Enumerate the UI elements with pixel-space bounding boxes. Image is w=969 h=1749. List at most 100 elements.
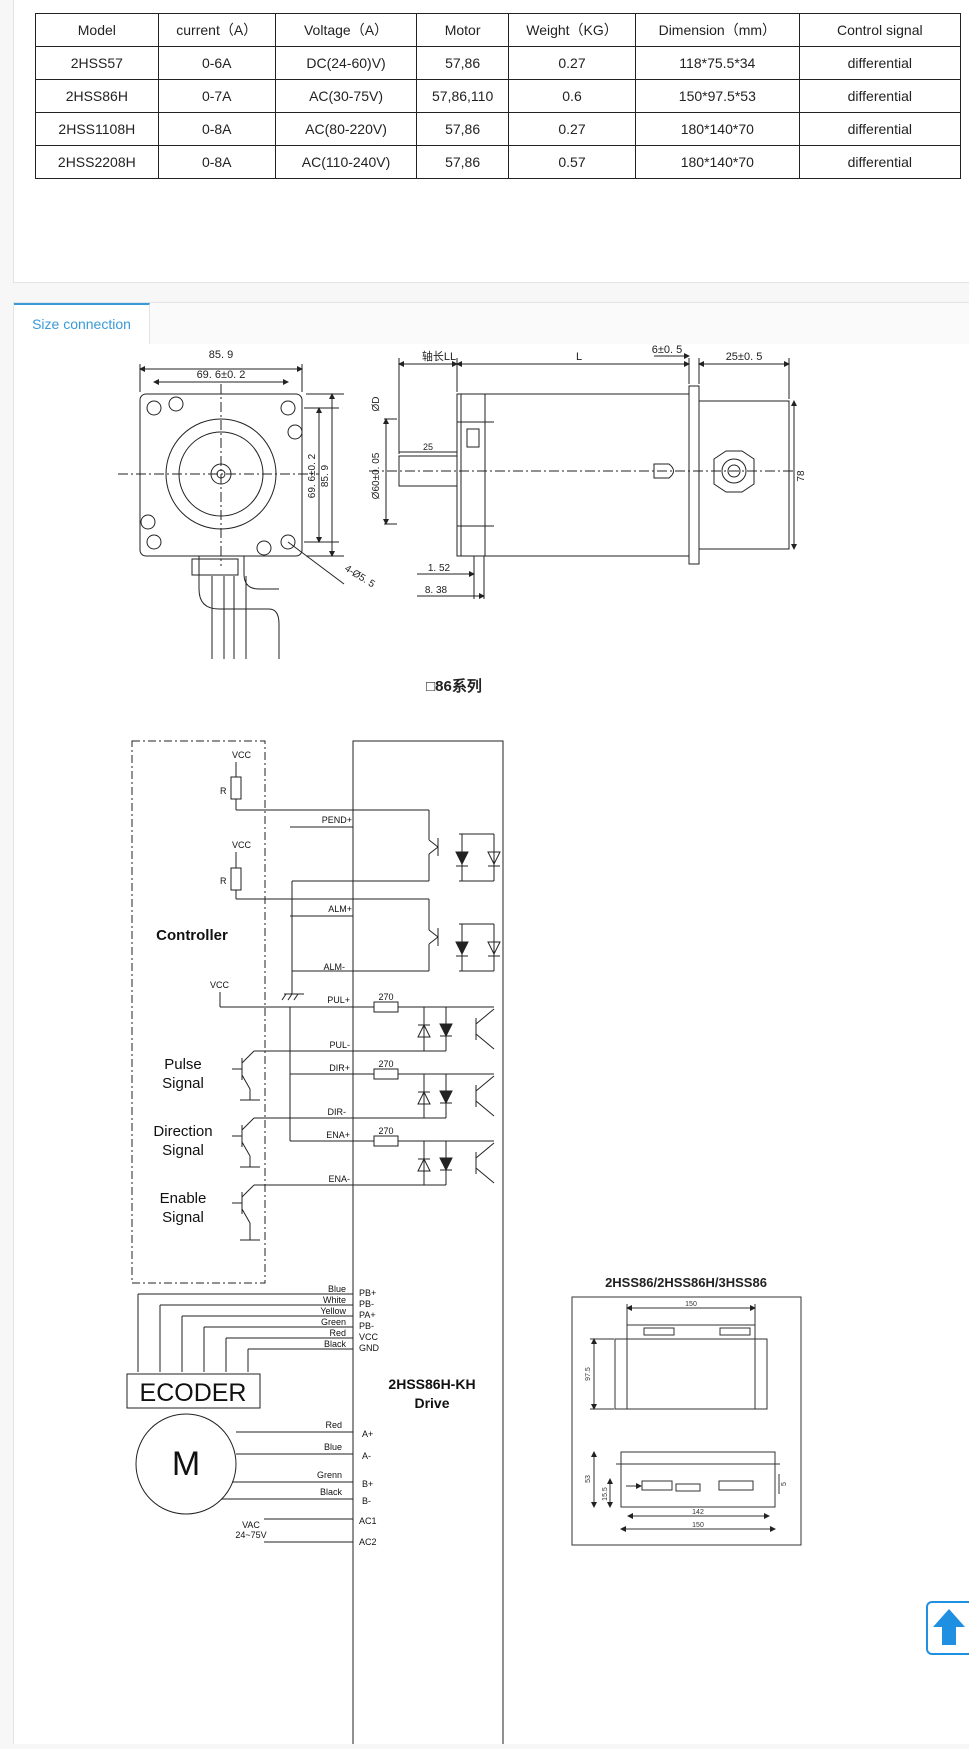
pulse-transistor (232, 1050, 274, 1101)
driver-dim-150: 150 (685, 1301, 697, 1308)
enable-label-2: Signal (162, 1209, 204, 1226)
encoder-pin-label: PB- (359, 1321, 374, 1331)
arrow-up-icon (933, 1609, 965, 1645)
vcc-label-3: VCC (210, 980, 230, 990)
tab-bar: Size connection (13, 302, 969, 345)
dim-flange: 6±0. 5 (652, 344, 683, 356)
tab-content: 85. 9 69. 6±0. 2 69. 6±0. 2 85. 9 4-Ø5. … (13, 344, 969, 1749)
table-cell: 0.27 (507, 46, 637, 80)
encoder-pin-label: VCC (359, 1332, 379, 1342)
motor-front-view (118, 364, 345, 659)
encoder-wire-label: Black (324, 1339, 347, 1349)
table-cell: 57,86 (416, 112, 509, 146)
dim-holes: 4-Ø5. 5 (342, 563, 376, 590)
table-cell: differential (798, 145, 962, 179)
resistor-270-2: 270 (378, 1059, 393, 1069)
table-header-cell: Voltage（A） (274, 13, 418, 47)
table-cell: DC(24-60)V) (274, 46, 418, 80)
table-cell: 2HSS86H (35, 79, 159, 113)
table-cell: 0.6 (507, 79, 637, 113)
table-cell: AC(30-75V) (274, 79, 418, 113)
resistor-270-3: 270 (378, 1126, 393, 1136)
pin-pul-minus: PUL- (329, 1040, 350, 1050)
table-cell: 180*140*70 (635, 112, 800, 146)
table-cell: 180*140*70 (635, 145, 800, 179)
dim-vert-hole: 69. 6±0. 2 (307, 453, 318, 498)
driver-dim-142: 142 (692, 1509, 704, 1516)
table-cell: 0.57 (507, 145, 637, 179)
table-cell: 150*97.5*53 (635, 79, 800, 113)
table-cell: 57,86 (416, 46, 509, 80)
driver-drawing-title: 2HSS86/2HSS86H/3HSS86 (605, 1275, 767, 1290)
motor-series-caption: □86系列 (426, 677, 482, 695)
back-to-top-button[interactable] (926, 1601, 969, 1655)
pin-dir-minus: DIR- (328, 1107, 347, 1117)
pin-pul-plus: PUL+ (327, 995, 350, 1005)
pin-ena-minus: ENA- (328, 1174, 350, 1184)
motor-side-view (369, 353, 797, 599)
encoder-label: ECODER (140, 1379, 247, 1407)
drive-model-label: 2HSS86H-KH (388, 1376, 475, 1392)
table-cell: differential (798, 112, 962, 146)
table-cell: 0-8A (157, 112, 276, 146)
driver-dim-15-5: 15.5 (602, 1487, 609, 1501)
encoder-box (126, 1373, 261, 1409)
dim-height: 78 (796, 470, 807, 482)
opto-alm (428, 923, 501, 972)
table-cell: 2HSS57 (35, 46, 159, 80)
table-header-cell: Motor (416, 13, 509, 47)
motor-wire-label: Blue (324, 1442, 342, 1452)
pin-pend: PEND+ (322, 815, 352, 825)
table-cell: 0-7A (157, 79, 276, 113)
tab-size-connection[interactable]: Size connection (14, 303, 150, 344)
pin-ena-plus: ENA+ (326, 1130, 350, 1140)
table-cell: 2HSS2208H (35, 145, 159, 179)
direction-label-2: Signal (162, 1142, 204, 1159)
driver-dim-150-bottom: 150 (692, 1522, 704, 1529)
table-header-cell: Model (35, 13, 159, 47)
dim-shaft-length: 轴长LL (422, 349, 456, 363)
table-header-cell: Control signal (798, 13, 962, 47)
dim-1-52: 1. 52 (428, 563, 451, 574)
controller-label: Controller (156, 927, 228, 944)
dim-8-38: 8. 38 (425, 585, 448, 596)
vcc-label-2: VCC (232, 840, 252, 850)
driver-dim-53: 53 (585, 1475, 592, 1483)
motor-wire-label: Red (325, 1420, 342, 1430)
drive-label: Drive (414, 1395, 449, 1411)
table-cell: 0-6A (157, 46, 276, 80)
motor-pin-label: A- (362, 1451, 371, 1461)
motor-wire-label: Black (320, 1487, 343, 1497)
motor-pin-label: B+ (362, 1479, 373, 1489)
table-cell: 0.27 (507, 112, 637, 146)
pin-dir-plus: DIR+ (329, 1063, 350, 1073)
dim-shaft-diameter: ØD (371, 397, 382, 412)
pin-alm-plus: ALM+ (328, 904, 352, 914)
enable-transistor (232, 1184, 274, 1241)
table-cell: 57,86,110 (416, 79, 509, 113)
content-svg: 85. 9 69. 6±0. 2 69. 6±0. 2 85. 9 4-Ø5. … (118, 344, 807, 1749)
opto-pend (428, 833, 501, 882)
table-header-cell: current（A） (157, 13, 276, 47)
table-cell: 2HSS1108H (35, 112, 159, 146)
motor-wire-label: Grenn (317, 1470, 342, 1480)
encoder-wire-label: Yellow (320, 1306, 346, 1316)
table-cell: 57,86 (416, 145, 509, 179)
dim-vert-width: 85. 9 (320, 464, 331, 487)
table-header-cell: Weight（KG） (507, 13, 637, 47)
dim-pilot: Ø60±0. 05 (371, 452, 382, 499)
motor-pin-label: B- (362, 1496, 371, 1506)
direction-label-1: Direction (153, 1123, 212, 1140)
table-header-cell: Dimension（mm） (635, 13, 800, 47)
dim-encoder-length: 25±0. 5 (726, 351, 763, 363)
r-label-1: R (220, 786, 227, 796)
motor-pin-label: A+ (362, 1429, 373, 1439)
driver-drawing (571, 1296, 802, 1546)
